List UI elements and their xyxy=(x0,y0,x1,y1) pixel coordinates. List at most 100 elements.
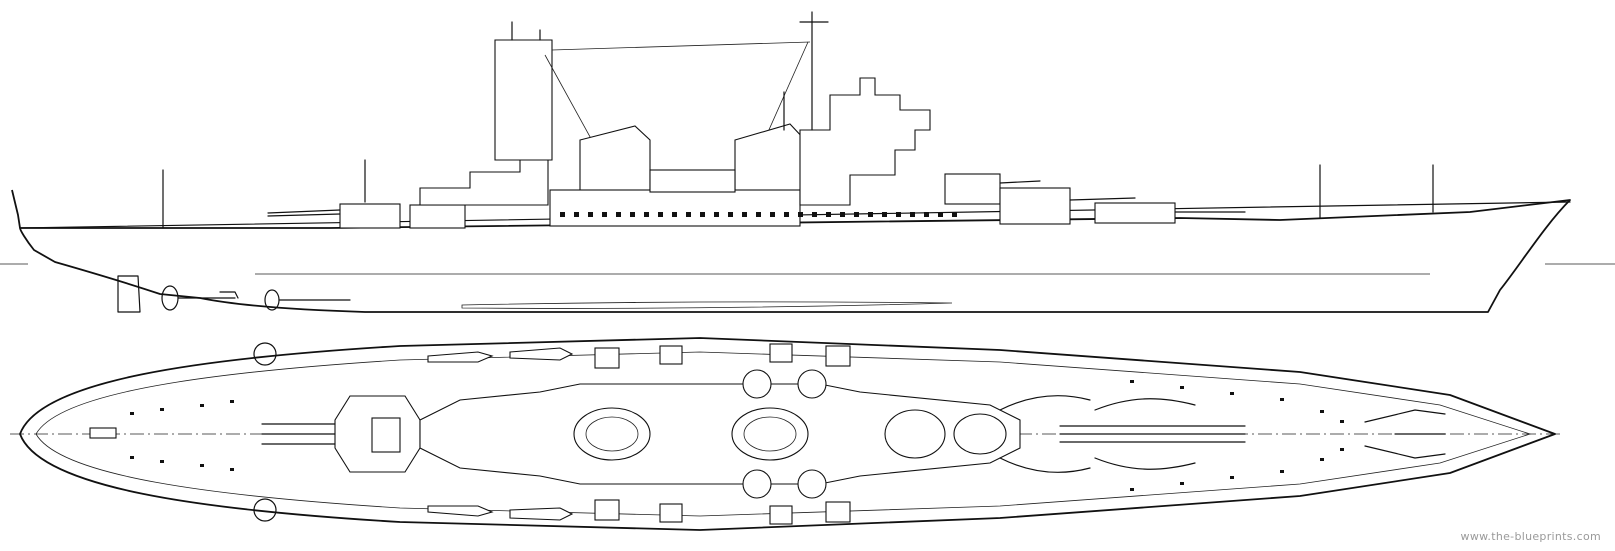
deck-fitting xyxy=(160,460,164,463)
porthole xyxy=(644,212,649,217)
fore-funnel-cap xyxy=(743,416,797,452)
porthole xyxy=(574,212,579,217)
porthole xyxy=(742,212,747,217)
porthole xyxy=(910,212,915,217)
deck-fitting xyxy=(230,468,234,471)
porthole xyxy=(700,212,705,217)
porthole xyxy=(812,212,817,217)
turret-b-plan xyxy=(884,409,946,459)
deck-fitting xyxy=(1280,470,1284,473)
deck-fitting xyxy=(200,404,204,407)
aft-turret-x xyxy=(339,203,401,229)
deck-fitting xyxy=(130,412,134,415)
porthole xyxy=(798,212,803,217)
aft-turret-side xyxy=(267,203,466,229)
mount-s2 xyxy=(659,503,683,523)
porthole xyxy=(756,212,761,217)
anchor-chain-port xyxy=(1364,409,1446,423)
deck-fitting xyxy=(1320,410,1324,413)
mount-p1 xyxy=(594,347,620,369)
porthole xyxy=(854,212,859,217)
mount-p4 xyxy=(825,345,851,367)
porthole xyxy=(602,212,607,217)
bilge-keel xyxy=(461,301,953,309)
deck-fitting xyxy=(160,408,164,411)
hull-profile xyxy=(11,189,1571,313)
deck-fitting xyxy=(1340,448,1344,451)
aft-funnel-plan xyxy=(573,407,651,461)
boat-port-1 xyxy=(427,351,494,363)
mount-s4 xyxy=(825,501,851,523)
deck-fitting xyxy=(1130,380,1134,383)
mount-p6 xyxy=(797,369,827,399)
porthole xyxy=(938,212,943,217)
fore-funnel-plan xyxy=(731,407,809,461)
mount-s5 xyxy=(742,469,772,499)
rudder xyxy=(117,275,141,313)
rigging-line-2 xyxy=(551,41,811,51)
forward-tower xyxy=(799,77,931,206)
turret-b-barrel xyxy=(999,180,1041,184)
deck-fitting xyxy=(1230,476,1234,479)
porthole xyxy=(588,212,593,217)
rangefinder-port xyxy=(253,342,277,366)
anchor-chain-starboard xyxy=(1364,445,1446,459)
porthole xyxy=(840,212,845,217)
breakwater-arc-4 xyxy=(1094,457,1196,470)
porthole xyxy=(616,212,621,217)
propeller-outer xyxy=(161,285,179,311)
mount-s6 xyxy=(797,469,827,499)
mount-p5 xyxy=(742,369,772,399)
mount-p2 xyxy=(659,345,683,365)
turret-a-plan xyxy=(953,413,1007,455)
deck-fittings xyxy=(130,380,1344,491)
porthole xyxy=(924,212,929,217)
aft-funnel-cap xyxy=(585,416,639,452)
boat-starboard-1 xyxy=(427,505,494,517)
forward-turrets-side xyxy=(944,173,1246,225)
boat-port-2 xyxy=(509,347,574,361)
porthole xyxy=(658,212,663,217)
turret-a xyxy=(1094,202,1176,224)
porthole xyxy=(952,212,957,217)
stern-hatch xyxy=(89,427,117,439)
hull-plan-outline xyxy=(19,337,1556,531)
porthole xyxy=(882,212,887,217)
side-profile-view xyxy=(0,11,1615,313)
porthole xyxy=(714,212,719,217)
shaft-bracket xyxy=(219,291,239,299)
deck-fitting xyxy=(1280,398,1284,401)
aft-gun-barrel-2 xyxy=(267,213,341,217)
porthole xyxy=(560,212,565,217)
watermark-text: www.the-blueprints.com xyxy=(1460,530,1601,543)
porthole-row xyxy=(560,212,957,217)
turret-a-barrel xyxy=(1069,197,1136,201)
deck-fitting xyxy=(1180,482,1184,485)
secondary-mounts-port xyxy=(594,343,851,399)
porthole xyxy=(770,212,775,217)
turret-x-hatch xyxy=(371,417,401,453)
porthole xyxy=(728,212,733,217)
turret-a-base xyxy=(999,187,1071,225)
deck-fitting xyxy=(1320,458,1324,461)
superstructure-plan xyxy=(419,383,1021,485)
rangefinder-starboard xyxy=(253,498,277,522)
porthole xyxy=(896,212,901,217)
deck-fitting xyxy=(1230,392,1234,395)
stern-running-gear xyxy=(117,275,351,313)
deck-fitting xyxy=(1130,488,1134,491)
porthole xyxy=(686,212,691,217)
breakwater-arc-1 xyxy=(999,395,1091,411)
midship-upper-house xyxy=(649,169,736,193)
aft-turrets-plan xyxy=(261,395,421,473)
boat-starboard-2 xyxy=(509,507,574,521)
mount-s1 xyxy=(594,499,620,521)
deck-fitting xyxy=(130,456,134,459)
deck-fitting xyxy=(1340,420,1344,423)
porthole xyxy=(630,212,635,217)
breakwater-arc-3 xyxy=(1094,398,1196,411)
aft-gun-barrel xyxy=(267,209,341,214)
plan-view xyxy=(10,337,1560,531)
